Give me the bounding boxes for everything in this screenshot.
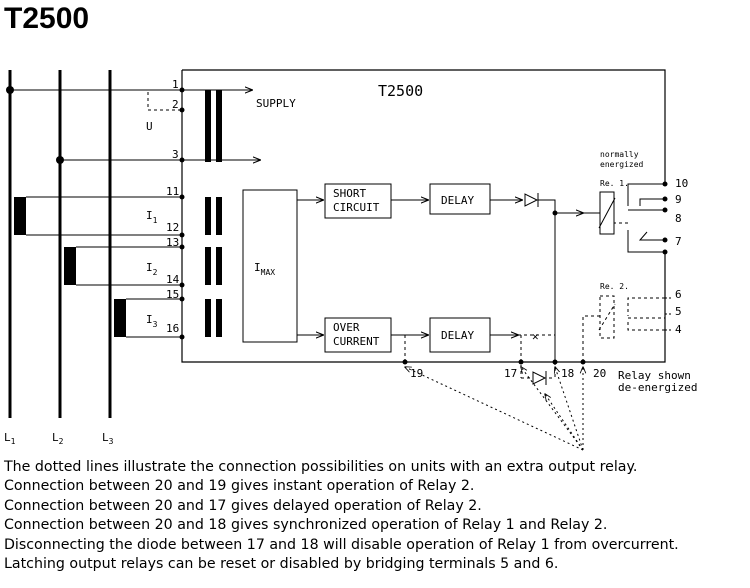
short-circuit-block [324, 183, 392, 219]
svg-text:6: 6 [675, 288, 682, 301]
imax-block [242, 189, 298, 343]
current-label-1: I1 [146, 209, 158, 225]
svg-text:5: 5 [675, 305, 682, 318]
ct1 [14, 197, 26, 235]
short-circuit-line1: SHORT [333, 187, 366, 200]
right-terminals: 10 9 8 7 6 5 4 [675, 177, 688, 336]
u-label: U [146, 120, 153, 133]
relay2 [582, 295, 665, 362]
svg-text:10: 10 [675, 177, 688, 190]
unit-box [181, 69, 666, 363]
svg-text:16: 16 [166, 322, 179, 335]
svg-text:17: 17 [504, 367, 517, 380]
over-current-block [324, 317, 392, 353]
energized-label: energized [600, 160, 644, 169]
bottom-terminals: 19 17 18 20 [410, 367, 606, 380]
relay-shown-line1: Relay shown [618, 369, 691, 382]
delay-block-1 [429, 183, 491, 215]
svg-text:2: 2 [172, 98, 179, 111]
relay1-contacts [614, 183, 665, 253]
current-label-2: I2 [146, 261, 158, 277]
svg-text:19: 19 [410, 367, 423, 380]
normally-label: normally [600, 150, 639, 159]
current-label-3: I3 [146, 313, 158, 329]
note-line: Disconnecting the diode between 17 and 1… [4, 536, 679, 553]
supply-label: SUPPLY [256, 97, 296, 110]
ct2 [64, 247, 76, 285]
diode-2 [532, 371, 547, 385]
transformers [205, 90, 222, 337]
note-line: Latching output relays can be reset or d… [4, 556, 559, 573]
wiring-diagram: U T2500 SUPPLY IMAX SHORT CIRCUIT DELAY … [4, 69, 697, 451]
page-title: T2500 [4, 2, 90, 35]
svg-text:12: 12 [166, 221, 179, 234]
svg-text:1: 1 [172, 78, 179, 91]
svg-text:9: 9 [675, 193, 682, 206]
phase-label-3: L3 [102, 431, 114, 446]
phase-label-1: L1 [4, 431, 16, 446]
diode-1 [524, 193, 539, 207]
notes: The dotted lines illustrate the connecti… [4, 458, 748, 574]
over-current-line1: OVER [333, 321, 360, 334]
diode-x-mark: ✕ [532, 330, 539, 343]
imax-label: IMAX [254, 261, 275, 277]
connection-arrows [405, 367, 583, 451]
note-line: Connection between 20 and 17 gives delay… [4, 497, 482, 514]
internal-bus [518, 199, 600, 362]
bottom-terminal-dots [402, 359, 586, 365]
svg-text:8: 8 [675, 212, 682, 225]
delay-label-1: DELAY [441, 194, 474, 207]
relay-shown-line2: de-energized [618, 381, 697, 394]
svg-text:14: 14 [166, 273, 180, 286]
unit-label: T2500 [378, 82, 423, 100]
svg-text:20: 20 [593, 367, 606, 380]
svg-text:11: 11 [166, 185, 179, 198]
right-terminal-dots [662, 181, 668, 255]
short-circuit-line2: CIRCUIT [333, 201, 380, 214]
relay1-label: Re. 1. [600, 179, 629, 188]
note-line: The dotted lines illustrate the connecti… [4, 459, 638, 475]
ct3 [114, 299, 126, 337]
u-jumper [147, 89, 182, 111]
delay-label-2: DELAY [441, 329, 474, 342]
svg-text:4: 4 [675, 323, 682, 336]
note-line: Connection between 20 and 19 gives insta… [4, 478, 475, 495]
relay2-label: Re. 2. [600, 282, 629, 291]
note-line: Connection between 20 and 18 gives synch… [4, 517, 608, 534]
signal-arrows [297, 200, 522, 335]
phase-lines [8, 70, 112, 418]
svg-text:7: 7 [675, 235, 682, 248]
input-wires [10, 89, 182, 338]
svg-text:13: 13 [166, 236, 179, 249]
svg-text:3: 3 [172, 148, 179, 161]
left-terminals: 1 2 3 11 12 13 14 15 16 [166, 78, 180, 335]
svg-text:18: 18 [561, 367, 574, 380]
over-current-line2: CURRENT [333, 335, 380, 348]
svg-text:15: 15 [166, 288, 179, 301]
left-terminal-dots [179, 87, 185, 340]
phase-label-2: L2 [52, 431, 64, 446]
